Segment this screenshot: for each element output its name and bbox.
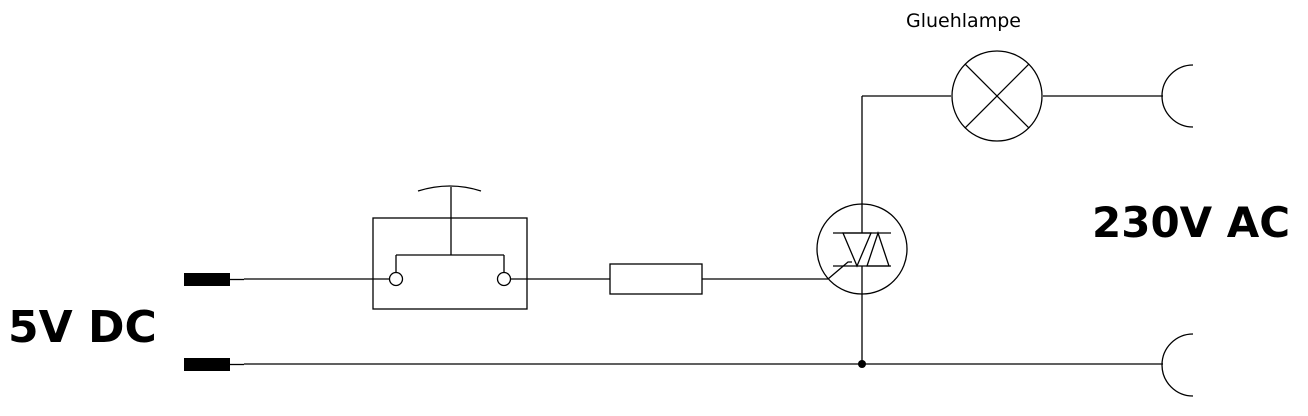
triac xyxy=(816,96,908,364)
ac-supply-label: 230V AC xyxy=(1092,198,1290,247)
lamp-label: Gluehlampe xyxy=(906,10,1021,32)
ac-socket-top xyxy=(1161,64,1194,128)
dc-supply-label: 5V DC xyxy=(8,302,157,353)
ac-socket-bottom xyxy=(1161,333,1194,397)
dc-terminal-top xyxy=(184,273,244,286)
junction-dot xyxy=(858,360,866,368)
push-button-switch xyxy=(372,185,528,310)
resistor xyxy=(609,263,703,295)
lamp xyxy=(951,50,1043,142)
dc-terminal-bottom xyxy=(184,358,244,371)
